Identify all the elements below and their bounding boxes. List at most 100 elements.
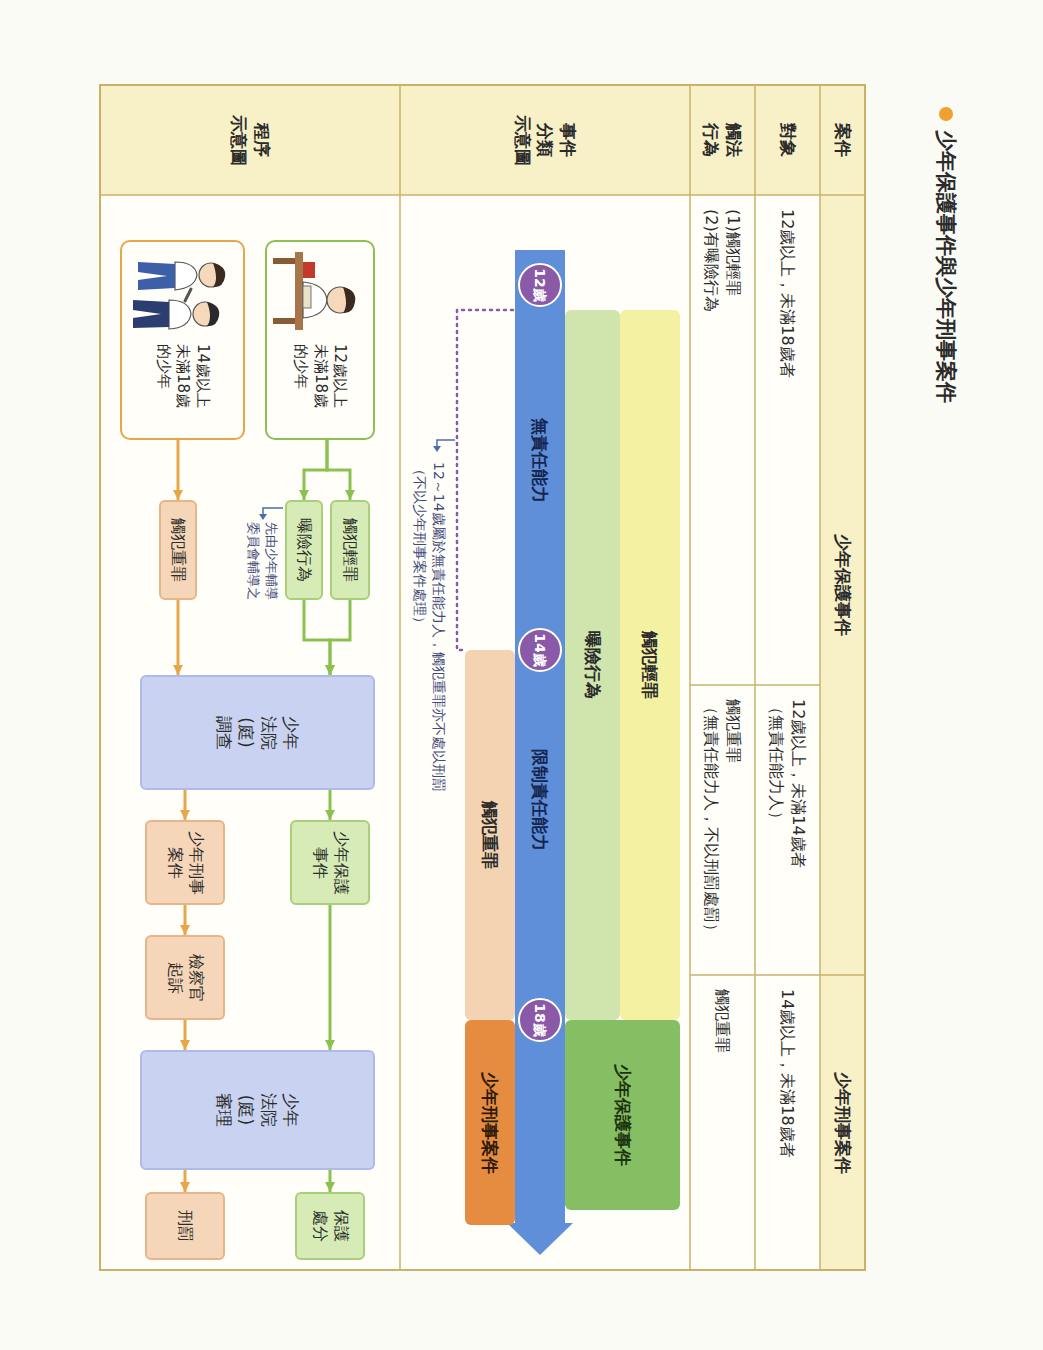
header-cell-box: 案件 <box>820 85 865 195</box>
text-wrap: 刑罰 <box>175 1206 196 1246</box>
text-wrap: 曝險行為 <box>581 631 603 699</box>
trousers <box>138 262 175 290</box>
text-wrap: 少年 法院 (庭) 審理 <box>213 1088 301 1132</box>
flow-arrow <box>184 1170 187 1192</box>
flow-arrow <box>304 440 327 500</box>
table-cell-box: (1)觸犯輕罪 (2)有曝險行為 <box>690 195 755 685</box>
age-text: 12歲 <box>531 268 549 301</box>
category-block: 少年刑事案件 <box>465 1020 515 1225</box>
row-line <box>689 85 691 1270</box>
court-box: 少年 法院 (庭) 調查 <box>140 675 375 790</box>
shirt <box>303 282 327 318</box>
column-line <box>100 194 865 196</box>
node-text: 12歲以上 未滿18歲 的少年 <box>291 344 350 426</box>
node-text: 檢察官 起訴 <box>164 948 206 1008</box>
process-box: 檢察官 起訴 <box>145 935 225 1020</box>
hair <box>343 287 355 313</box>
text-wrap: 觸犯輕罪 <box>639 631 661 699</box>
outcome-box: 保護 處分 <box>295 1192 365 1260</box>
process-box: 觸犯輕罪 <box>330 500 370 600</box>
flow-arrow <box>184 1020 187 1050</box>
desk-leg <box>273 258 295 264</box>
header-cell-box: 少年刑事案件 <box>820 975 865 1270</box>
node-text: 保護 處分 <box>309 1206 351 1246</box>
row-line <box>754 85 756 1270</box>
row-heading: 事件 分類 示意圖 <box>511 110 580 170</box>
row-heading-box: 對象 <box>755 85 820 195</box>
desk <box>295 252 303 330</box>
row-heading: 觸法 行為 <box>700 119 746 161</box>
table-cell: 觸犯重罪 （無責任能力人，不以刑罰處罰） <box>701 699 744 961</box>
row-heading: 程序 示意圖 <box>227 110 273 170</box>
capacity-label: 無責任能力 <box>515 370 565 550</box>
age-text: 14歲 <box>531 633 549 666</box>
desk-leg <box>273 318 295 324</box>
age-marker: 18歲 <box>518 998 562 1042</box>
text-wrap: 少年刑事 案件 <box>164 828 206 898</box>
side-note-box: 先由少年輔導 委員會輔導之 <box>243 518 281 658</box>
node-text: 曝險行為 <box>294 518 315 582</box>
outcome-box: 刑罰 <box>145 1192 225 1260</box>
node-text: 少年保護事件 <box>611 1064 633 1166</box>
header-cell: 少年刑事案件 <box>831 1072 854 1174</box>
text-wrap: 12歲 <box>531 268 549 301</box>
node-text: 少年 法院 (庭) 審理 <box>213 1088 301 1132</box>
table-frame <box>100 85 865 1270</box>
arrow-body <box>507 250 573 1255</box>
shirt <box>169 300 191 329</box>
hair <box>213 263 225 287</box>
table-cell-box: 12歲以上，未滿14歲者 （無責任能力人） <box>755 685 820 975</box>
arm <box>185 289 191 301</box>
age-text: 18歲 <box>531 1003 549 1036</box>
text-wrap: 檢察官 起訴 <box>164 948 206 1008</box>
offense-band: 觸犯重罪 <box>465 650 515 1020</box>
capacity-label: 限制責任能力 <box>515 710 565 890</box>
row-heading-box: 事件 分類 示意圖 <box>400 85 690 195</box>
age-marker: 12歲 <box>518 263 562 307</box>
note-pointer-head <box>433 446 441 452</box>
flow-arrow <box>304 600 330 675</box>
text-wrap: 少年保護 事件 <box>309 828 351 898</box>
column-line <box>690 684 820 686</box>
trousers <box>133 300 169 328</box>
teen-illustration <box>133 262 225 329</box>
text-wrap: 14歲以上 未滿18歲 的少年 <box>153 344 212 426</box>
table-cell-box: 14歲以上，未滿18歲者 <box>755 975 820 1270</box>
node-text: 少年 法院 (庭) 調查 <box>213 711 301 755</box>
age-marker: 14歲 <box>518 628 562 672</box>
process-box: 少年保護 事件 <box>290 820 370 905</box>
text-wrap: 14歲 <box>531 633 549 666</box>
table-cell-box: 觸犯重罪 <box>690 975 755 1270</box>
column-line <box>690 974 865 976</box>
text-wrap: 保護 處分 <box>309 1206 351 1246</box>
table-cell: 觸犯重罪 <box>712 989 734 1053</box>
row-line <box>399 85 401 1270</box>
offense-band: 觸犯輕罪 <box>620 310 680 1020</box>
note-pointer <box>437 440 455 446</box>
flow-arrow <box>329 790 332 820</box>
note-pointer-head <box>259 514 267 520</box>
flow-arrow <box>327 440 350 500</box>
table-cell: 14歲以上，未滿18歲者 <box>777 989 799 1158</box>
bag <box>303 262 315 278</box>
flow-arrow <box>329 1170 332 1192</box>
row-line <box>819 85 821 1270</box>
table-cell-box: 12歲以上，未滿18歲者 <box>755 195 820 685</box>
side-note: 先由少年輔導 委員會輔導之 <box>244 522 279 622</box>
node-text: 觸犯輕罪 <box>340 518 361 582</box>
text-wrap: 18歲 <box>531 1003 549 1036</box>
age-arrow: 無責任能力限制責任能力 12歲 14歲 18歲 <box>515 250 565 1255</box>
node-text: 少年保護 事件 <box>309 828 351 898</box>
shirt <box>175 262 197 290</box>
text-wrap: 12歲以上 未滿18歲 的少年 <box>291 344 350 426</box>
status-band: 曝險行為 <box>565 310 620 1020</box>
table-cell: 12歲以上，未滿14歲者 （無責任能力人） <box>766 699 809 961</box>
flow-arrow <box>184 905 187 935</box>
table-cell-box: 觸犯重罪 （無責任能力人，不以刑罰處罰） <box>690 685 755 975</box>
table-lines <box>100 85 865 1270</box>
table-cell: (1)觸犯輕罪 (2)有曝險行為 <box>701 209 744 671</box>
node-text: 少年刑事案件 <box>479 1072 501 1174</box>
node-text: 少年刑事 案件 <box>164 828 206 898</box>
